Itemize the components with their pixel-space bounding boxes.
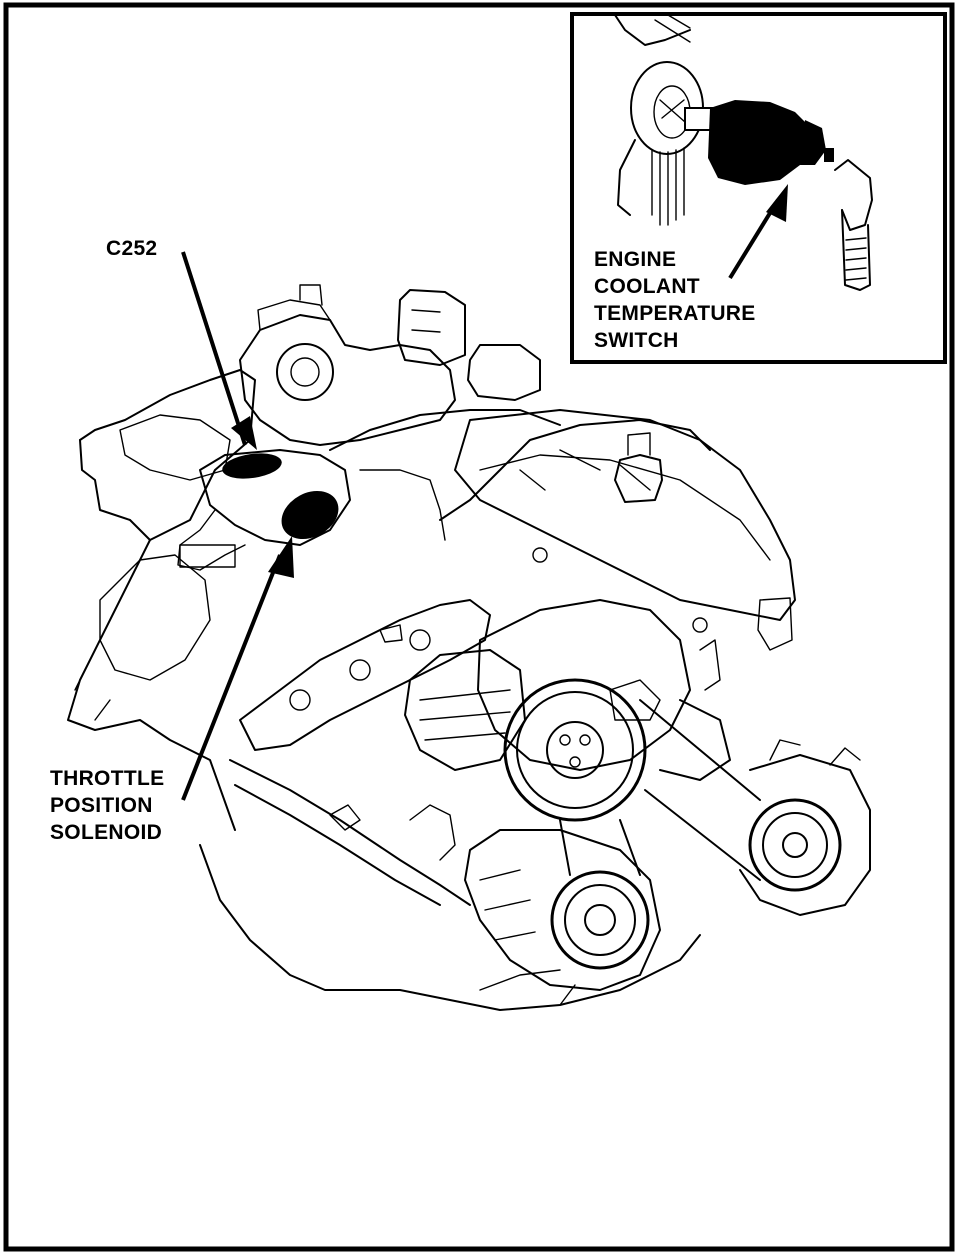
engine-illustration (67, 284, 871, 1011)
engine-coolant-temperature-switch-label: ENGINE COOLANT TEMPERATURE SWITCH (594, 248, 756, 352)
throttle-label-line-1: THROTTLE (50, 767, 164, 790)
throttle-label-line-3: SOLENOID (50, 821, 162, 844)
c252-connector-highlight (222, 453, 282, 479)
c252-label: C252 (106, 237, 157, 260)
coolant-label-line-1: ENGINE (594, 248, 676, 271)
outer-border (3, 2, 955, 1252)
throttle-solenoid-highlight (281, 491, 339, 539)
inset-border (570, 12, 947, 364)
c252-arrow (181, 251, 257, 450)
coolant-label-line-3: TEMPERATURE (594, 302, 756, 325)
coolant-label-line-4: SWITCH (594, 329, 679, 352)
throttle-position-solenoid-label: THROTTLE POSITION SOLENOID (50, 767, 164, 844)
coolant-label-line-2: COOLANT (594, 275, 700, 298)
coolant-switch-inset (570, 12, 947, 364)
throttle-label-line-2: POSITION (50, 794, 153, 817)
throttle-arrow (181, 536, 294, 801)
